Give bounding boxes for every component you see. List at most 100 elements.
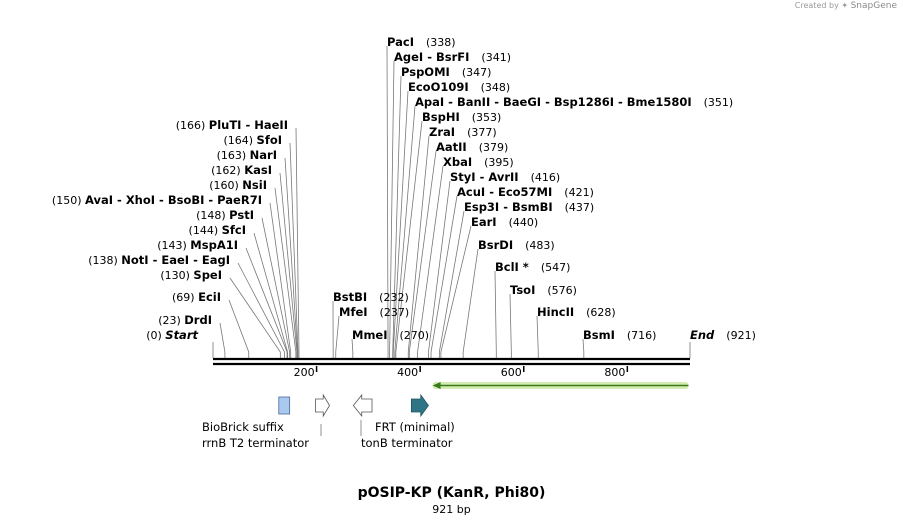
site-name: NotI — [121, 253, 148, 267]
site-leader-pspomi — [392, 75, 402, 358]
site-label-mfei: MfeI(237) — [339, 305, 409, 319]
site-lines — [212, 45, 691, 358]
site-leader-mspa1i — [245, 247, 288, 358]
site-name: BsrDI — [478, 238, 513, 252]
site-label-aatii: AatII(379) — [436, 140, 508, 154]
site-label-kasi: (162) KasI — [211, 163, 272, 177]
site-name: ZraI — [429, 125, 455, 139]
site-name: BsrFI — [436, 50, 469, 64]
site-name-separator: - — [149, 253, 162, 267]
site-name: BspHI — [422, 110, 460, 124]
site-leader-styi — [428, 180, 451, 358]
site-label-acui: AcuI - Eco57MI(421) — [457, 185, 594, 199]
site-name: End — [690, 328, 715, 342]
site-name: XhoI — [126, 193, 155, 207]
site-leader-drdi — [219, 322, 226, 358]
site-position: (160) — [209, 179, 242, 192]
map-length: 921 bp — [432, 503, 471, 516]
site-label-mspa1i: (143) MspA1I — [157, 238, 238, 252]
site-label-sfci: (144) SfcI — [189, 223, 246, 237]
snapgene-logo-icon: ✦ — [841, 1, 849, 10]
site-name: PspOMI — [401, 65, 450, 79]
site-position: (921) — [726, 329, 756, 342]
site-label-agei: AgeI - BsrFI(341) — [394, 50, 511, 64]
site-position: (338) — [426, 36, 456, 49]
axis-tick-label: 200 — [294, 366, 315, 379]
site-name: BaeGI — [503, 95, 541, 109]
site-position: (421) — [564, 186, 594, 199]
site-leader-bcli — [494, 270, 497, 358]
site-text-kasi: (162) KasI — [211, 163, 272, 177]
site-leader-aatii — [408, 150, 437, 358]
site-name: StyI — [450, 170, 476, 184]
site-name: EaeI — [161, 253, 189, 267]
site-text-noti: (138) NotI - EaeI - EagI — [88, 253, 230, 267]
site-label-zrai: ZraI(377) — [429, 125, 497, 139]
site-name: SfoI — [257, 133, 282, 147]
site-name: BsmBI — [512, 200, 553, 214]
site-label-nsii: (160) NsiI — [209, 178, 267, 192]
site-text-ecii: (69) EciI — [172, 290, 221, 304]
feature-tonb-terminator — [352, 393, 373, 418]
site-name: SpeI — [193, 268, 222, 282]
site-name: MmeI — [352, 328, 388, 342]
site-text-mspa1i: (143) MspA1I — [157, 238, 238, 252]
site-label-drdi: (23) DrdI — [158, 313, 212, 327]
watermark-prefix: Created by — [794, 1, 839, 10]
site-label-psti: (148) PstI — [196, 208, 254, 222]
site-leader-ecii — [228, 299, 250, 358]
site-label-paci: PacI(338) — [387, 35, 456, 49]
site-position: (270) — [400, 329, 430, 342]
site-label-bstbi: BstBI(232) — [333, 290, 409, 304]
site-name: EagI — [202, 253, 230, 267]
feature-rrnb-t2-terminator — [315, 393, 330, 418]
site-name: Esp3I — [464, 200, 499, 214]
site-leader-hincii — [536, 315, 539, 358]
site-name: SfcI — [222, 223, 246, 237]
site-name: NsiI — [242, 178, 267, 192]
site-position: (143) — [157, 239, 190, 252]
site-leader-spei — [229, 277, 281, 358]
site-position: (23) — [158, 314, 184, 327]
site-position: (163) — [217, 149, 250, 162]
site-position: (628) — [586, 306, 616, 319]
site-label-tsoi: TsoI(576) — [510, 283, 577, 297]
feature-label-rrnb-t2-terminator: rrnB T2 terminator — [202, 436, 309, 450]
site-text-start: (0) Start — [146, 328, 198, 342]
site-name-separator: - — [241, 118, 254, 132]
site-name: NarI — [250, 148, 277, 162]
site-leader-sfci — [253, 232, 288, 358]
site-name: Eco57MI — [498, 185, 552, 199]
site-text-pluti: (166) PluTI - HaeII — [176, 118, 288, 132]
site-text-bsphi: BspHI (353) — [422, 110, 501, 124]
site-position: (341) — [481, 51, 511, 64]
site-name: AgeI — [394, 50, 423, 64]
site-position: (353) — [472, 111, 502, 124]
site-name: AvaI — [85, 193, 113, 207]
site-name: Bme1580I — [627, 95, 692, 109]
site-text-nari: (163) NarI — [217, 148, 277, 162]
site-leader-bsphi — [395, 120, 423, 358]
site-text-acui: AcuI - Eco57MI(421) — [457, 185, 594, 199]
site-labels: PacI(338)AgeI - BsrFI(341)PspOMI(347)Eco… — [52, 35, 756, 342]
site-name: AcuI — [457, 185, 485, 199]
site-position: (351) — [704, 96, 734, 109]
site-name: EciI — [198, 290, 221, 304]
site-label-bsrdi: BsrDI(483) — [478, 238, 555, 252]
site-text-ecoo109i: EcoO109I(348) — [408, 80, 510, 94]
site-label-end: End (921) — [690, 328, 756, 342]
site-position: (547) — [541, 261, 571, 274]
site-leader-bsrdi — [462, 248, 479, 358]
site-text-agei: AgeI - BsrFI(341) — [394, 50, 511, 64]
site-text-avai: (150) AvaI - XhoI - BsoBI - PaeR7I — [52, 193, 262, 207]
site-name-separator: - — [444, 95, 457, 109]
site-name: HaeII — [254, 118, 288, 132]
site-position: (437) — [565, 201, 595, 214]
site-name: Bsp1286I — [554, 95, 614, 109]
site-name: EarI — [471, 215, 497, 229]
site-text-end: End (921) — [690, 328, 756, 342]
site-position: (379) — [479, 141, 509, 154]
site-text-esp3i: Esp3I - BsmBI(437) — [464, 200, 594, 214]
site-name: MspA1I — [190, 238, 238, 252]
